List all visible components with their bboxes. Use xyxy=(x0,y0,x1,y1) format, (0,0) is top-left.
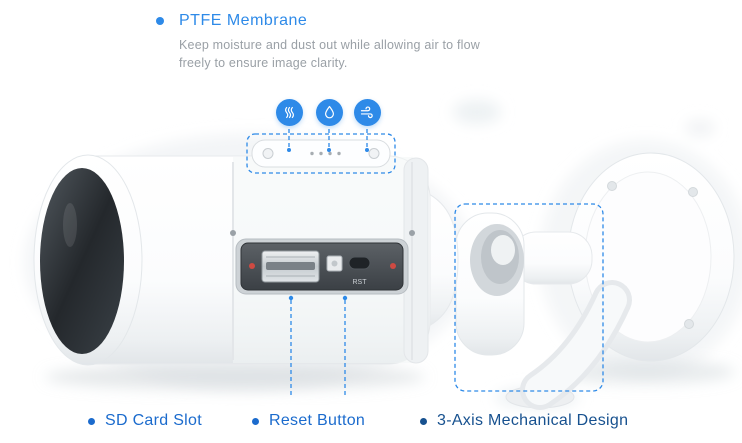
mount-arm xyxy=(505,231,632,410)
bullet-dot-icon xyxy=(252,417,259,425)
camera-lens xyxy=(33,154,143,366)
axis-callout-box xyxy=(454,203,604,392)
bullet-dot-icon xyxy=(88,417,95,425)
port-panel: RST xyxy=(235,238,409,295)
ptfe-callout: PTFE Membrane Keep moisture and dust out… xyxy=(156,12,511,72)
ground-shadow xyxy=(45,360,735,390)
reset-leader-line xyxy=(342,295,348,396)
feature-label-reset-button: Reset Button xyxy=(252,412,365,430)
feature-label-3-axis-design: 3-Axis Mechanical Design xyxy=(420,412,628,430)
sd-leader-line xyxy=(288,295,294,396)
reset-port: RST xyxy=(348,256,371,286)
feature-label-text: 3-Axis Mechanical Design xyxy=(437,412,629,429)
airflow-icon xyxy=(354,99,381,126)
ptfe-title: PTFE Membrane xyxy=(179,12,308,29)
pivot-joint xyxy=(455,212,525,356)
sd-card-slot xyxy=(261,250,320,283)
reset-port-label: RST xyxy=(353,279,368,286)
membrane-strip xyxy=(251,139,391,168)
icon-leader-lines xyxy=(287,129,369,152)
water-drop-icon xyxy=(316,99,343,126)
steam-icon xyxy=(276,99,303,126)
feature-label-sd-card-slot: SD Card Slot xyxy=(88,412,202,430)
bullet-dot-icon xyxy=(156,17,164,25)
indicator-led-right xyxy=(390,263,396,269)
feature-label-text: SD Card Slot xyxy=(105,412,202,429)
ptfe-description: Keep moisture and dust out while allowin… xyxy=(179,38,481,70)
membrane-callout-box xyxy=(246,133,396,174)
ptfe-title-row: PTFE Membrane xyxy=(156,12,511,30)
indicator-led-left xyxy=(249,263,255,269)
bullet-dot-icon xyxy=(420,417,427,425)
feature-label-text: Reset Button xyxy=(269,412,366,429)
reset-button xyxy=(326,255,343,272)
